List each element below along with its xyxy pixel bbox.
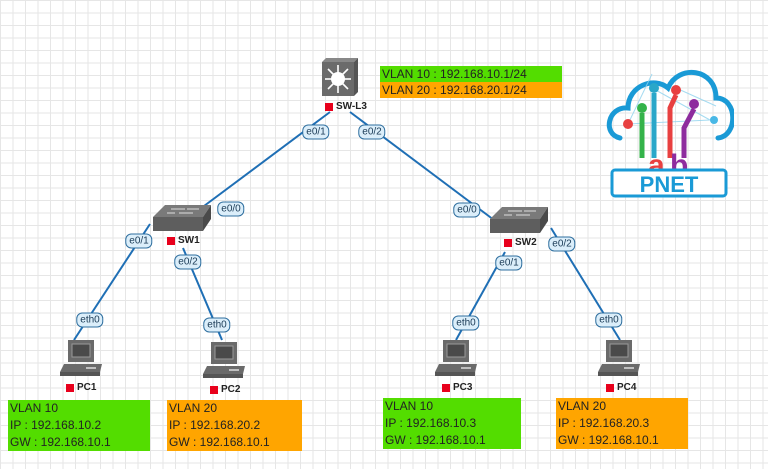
pc-icon [60,340,102,376]
ip-text: IP : 192.168.10.3 [385,416,477,430]
vlan-text: VLAN 10 [10,401,59,415]
status-indicator [504,238,512,247]
vlan-text: VLAN 20 [169,401,218,415]
gateway-text: GW : 192.168.10.1 [385,433,486,447]
pc2-info: VLAN 20 IP : 192.168.20.2 GW : 192.168.1… [167,400,302,451]
node-label-sw-l3: SW-L3 [325,101,367,112]
node-sw-l3[interactable] [322,58,358,96]
port-label-sw2-e0-0: e0/0 [453,202,481,218]
node-name: PC1 [77,382,97,393]
node-label-pc2: PC2 [210,384,240,395]
pc-icon [435,340,477,376]
vlan-20-gateway: VLAN 20 : 192.168.20.1/24 [380,82,562,98]
core-vlan-info: VLAN 10 : 192.168.10.1/24 VLAN 20 : 192.… [380,66,562,98]
logo-pnet-text: PNET [640,172,699,197]
port-label-sw2-e0-2: e0/2 [548,236,576,252]
switch-icon [490,207,548,233]
pc-icon [598,340,640,376]
port-label-pc2-eth0: eth0 [203,317,231,333]
status-indicator [325,102,333,111]
pnet-lab-logo: a b PNET [606,70,734,198]
pc1-info: VLAN 10 IP : 192.168.10.2 GW : 192.168.1… [8,400,150,451]
layer3-switch-icon [322,58,358,96]
pc3-info: VLAN 10 IP : 192.168.10.3 GW : 192.168.1… [383,398,521,449]
node-name: SW1 [178,235,200,246]
node-label-pc3: PC3 [442,382,472,393]
port-label-sw1-e0-0: e0/0 [217,201,245,217]
node-name: PC4 [617,382,637,393]
node-pc4[interactable] [598,340,640,378]
node-pc3[interactable] [435,340,477,378]
node-sw2[interactable] [490,207,548,233]
node-label-sw1: SW1 [167,235,200,246]
gateway-text: GW : 192.168.10.1 [558,433,659,447]
node-name: PC3 [453,382,473,393]
status-indicator [210,385,218,394]
port-label-sw1-e0-1: e0/1 [125,233,153,249]
port-label-l3-e0-2: e0/2 [358,124,386,140]
port-label-sw2-e0-1: e0/1 [495,255,523,271]
ip-text: IP : 192.168.10.2 [10,418,102,432]
port-label-pc4-eth0: eth0 [595,312,623,328]
status-indicator [442,383,450,392]
node-label-sw2: SW2 [504,237,537,248]
port-label-l3-e0-1: e0/1 [302,124,330,140]
ip-text: IP : 192.168.20.3 [558,416,650,430]
port-label-pc3-eth0: eth0 [452,315,480,331]
node-name: SW-L3 [336,101,367,112]
vlan-text: VLAN 20 [558,399,607,413]
node-name: PC2 [221,384,241,395]
port-label-pc1-eth0: eth0 [76,312,104,328]
node-pc2[interactable] [203,342,245,380]
gateway-text: GW : 192.168.10.1 [169,435,270,449]
pc-icon [203,342,245,378]
vlan-10-gateway: VLAN 10 : 192.168.10.1/24 [380,66,562,82]
status-indicator [167,236,175,245]
node-pc1[interactable] [60,340,102,378]
ip-text: IP : 192.168.20.2 [169,418,261,432]
switch-icon [153,205,211,231]
port-label-sw1-e0-2: e0/2 [174,254,202,270]
node-label-pc4: PC4 [606,382,636,393]
pc4-info: VLAN 20 IP : 192.168.20.3 GW : 192.168.1… [556,398,688,449]
status-indicator [606,383,614,392]
vlan-text: VLAN 10 [385,399,434,413]
gateway-text: GW : 192.168.10.1 [10,435,111,449]
status-indicator [66,383,74,392]
node-sw1[interactable] [153,205,211,231]
node-name: SW2 [515,237,537,248]
node-label-pc1: PC1 [66,382,96,393]
